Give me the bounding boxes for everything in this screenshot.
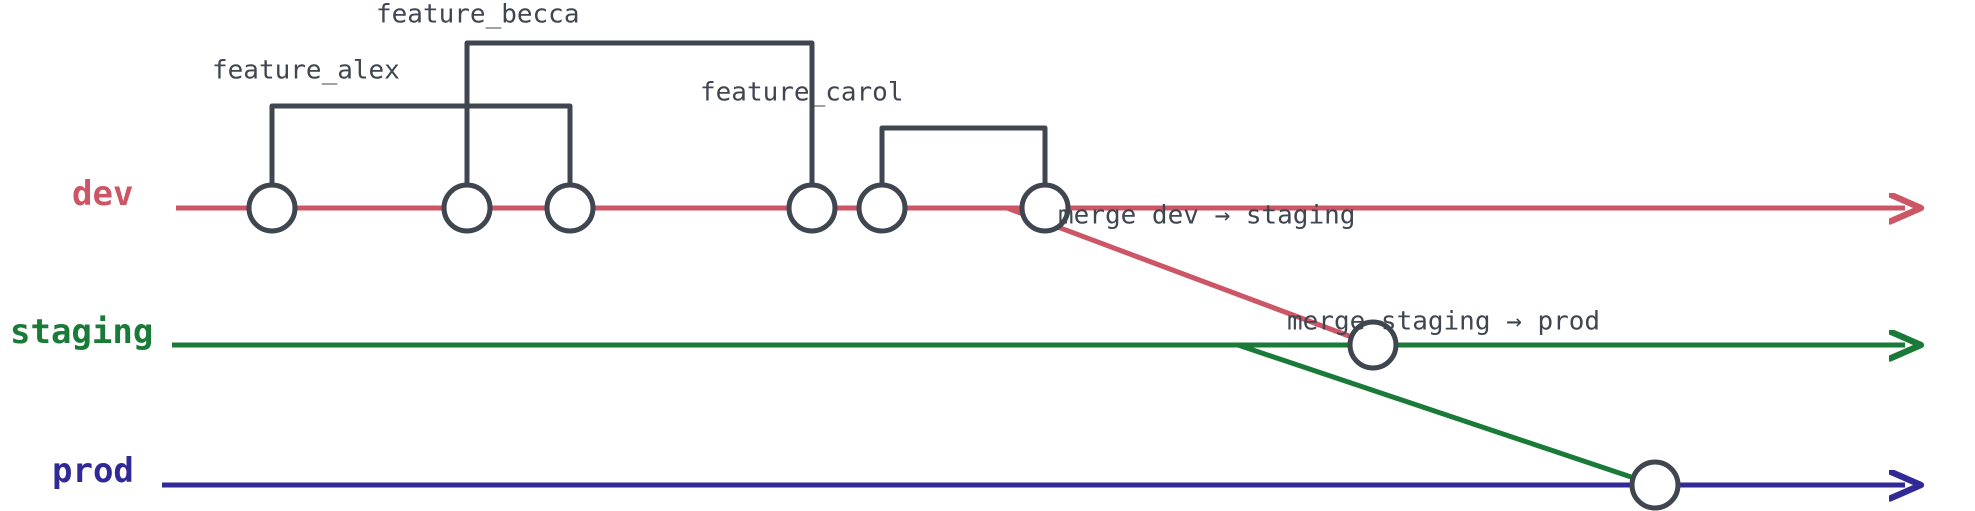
- merge-label-staging-to-prod: merge staging → prod: [1287, 306, 1600, 336]
- commit-node[interactable]: [856, 182, 908, 234]
- commit-node[interactable]: [544, 182, 596, 234]
- merge-commit-node-prod[interactable]: [1629, 459, 1681, 511]
- merge-label-dev-to-staging: merge dev → staging: [1058, 200, 1355, 230]
- commit-node[interactable]: [441, 182, 493, 234]
- merge-commit-node-staging[interactable]: [1347, 319, 1399, 371]
- feature-branch-label-feature-carol: feature_carol: [700, 77, 904, 107]
- feature-bracket-feature-carol[interactable]: [879, 125, 1048, 189]
- feature-bracket-feature-becca[interactable]: [464, 40, 815, 189]
- merge-connector-dev-staging: [1004, 205, 1376, 348]
- commit-node[interactable]: [1019, 182, 1071, 234]
- feature-branch-label-feature-alex: feature_alex: [212, 55, 400, 85]
- commit-node[interactable]: [786, 182, 838, 234]
- branch-labels: dev staging prod: [10, 174, 153, 491]
- feature-bracket-feature-alex[interactable]: [269, 103, 573, 189]
- merge-connector-staging-prod: [1235, 342, 1658, 488]
- commit-nodes: [246, 182, 1681, 511]
- branch-label-dev: dev: [72, 174, 133, 214]
- feature-branch-labels: feature_alex feature_becca feature_carol: [212, 0, 904, 107]
- feature-brackets: [269, 40, 1048, 189]
- commit-node[interactable]: [246, 182, 298, 234]
- branch-lines: [162, 208, 1905, 485]
- branch-label-prod: prod: [52, 451, 134, 491]
- merge-labels: merge dev → staging merge staging → prod: [1058, 200, 1600, 336]
- branch-label-staging: staging: [10, 312, 153, 352]
- feature-branch-label-feature-becca: feature_becca: [376, 0, 580, 29]
- merge-connectors: [1004, 205, 1658, 488]
